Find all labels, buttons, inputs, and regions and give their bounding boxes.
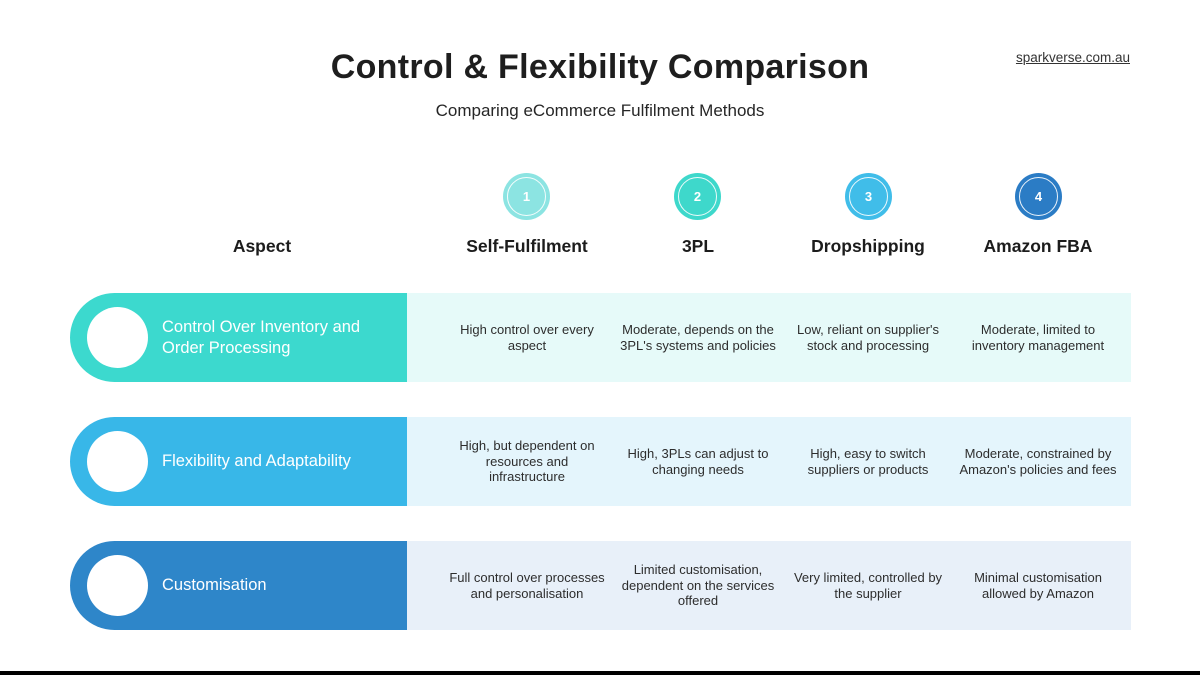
website-link[interactable]: sparkverse.com.au <box>1015 50 1130 65</box>
aspect-label: Flexibility and Adaptability <box>162 452 351 471</box>
pill-circle-icon <box>87 307 148 368</box>
row-cells-background <box>407 541 1131 630</box>
pill-circle-icon <box>87 431 148 492</box>
table-row-control: Control Over Inventory and Order Process… <box>70 293 1131 382</box>
cell-flexibility-dropshipping: High, easy to switch suppliers or produc… <box>807 445 929 477</box>
table-row-customisation: Customisation Full control over processe… <box>70 541 1131 630</box>
cell-control-self-fulfilment: High control over every aspect <box>460 321 594 353</box>
column-number-badge-3: 3 <box>845 173 892 220</box>
column-number-badge-4: 4 <box>1015 173 1062 220</box>
badge-ring <box>849 177 888 216</box>
cell-customisation-dropshipping: Very limited, controlled by the supplier <box>793 569 943 601</box>
cell-control-dropshipping: Low, reliant on supplier's stock and pro… <box>797 321 939 353</box>
column-header-amazon-fba: Amazon FBA <box>983 236 1093 256</box>
row-cells-background <box>407 417 1131 506</box>
bottom-edge-bar <box>0 671 1200 675</box>
badge-ring <box>507 177 546 216</box>
aspect-pill: Control Over Inventory and Order Process… <box>70 293 407 382</box>
cell-flexibility-self-fulfilment: High, but dependent on resources and inf… <box>459 438 595 485</box>
cell-flexibility-amazon-fba: Moderate, constrained by Amazon's polici… <box>959 445 1117 477</box>
cell-customisation-self-fulfilment: Full control over processes and personal… <box>449 569 605 601</box>
badge-ring <box>678 177 717 216</box>
page-title: Control & Flexibility Comparison <box>330 48 870 86</box>
page-subtitle: Comparing eCommerce Fulfilment Methods <box>435 101 765 120</box>
column-number-badge-2: 2 <box>674 173 721 220</box>
column-header-3pl: 3PL <box>681 236 715 256</box>
aspect-label: Customisation <box>162 576 267 595</box>
cell-customisation-amazon-fba: Minimal customisation allowed by Amazon <box>974 569 1102 601</box>
badge-ring <box>1019 177 1058 216</box>
cell-customisation-3pl: Limited customisation, dependent on the … <box>621 562 775 609</box>
table-row-flexibility: Flexibility and Adaptability High, but d… <box>70 417 1131 506</box>
column-header-dropshipping: Dropshipping <box>811 236 925 256</box>
aspect-label: Control Over Inventory and Order Process… <box>162 317 361 357</box>
pill-circle-icon <box>87 555 148 616</box>
cell-control-3pl: Moderate, depends on the 3PL's systems a… <box>620 321 776 353</box>
column-header-self-fulfilment: Self-Fulfilment <box>466 236 588 256</box>
cell-control-amazon-fba: Moderate, limited to inventory managemen… <box>971 321 1105 353</box>
column-number-badge-1: 1 <box>503 173 550 220</box>
row-cells-background <box>407 293 1131 382</box>
cell-flexibility-3pl: High, 3PLs can adjust to changing needs <box>627 445 769 477</box>
aspect-pill: Flexibility and Adaptability <box>70 417 407 506</box>
column-header-aspect: Aspect <box>232 236 292 256</box>
aspect-pill: Customisation <box>70 541 407 630</box>
